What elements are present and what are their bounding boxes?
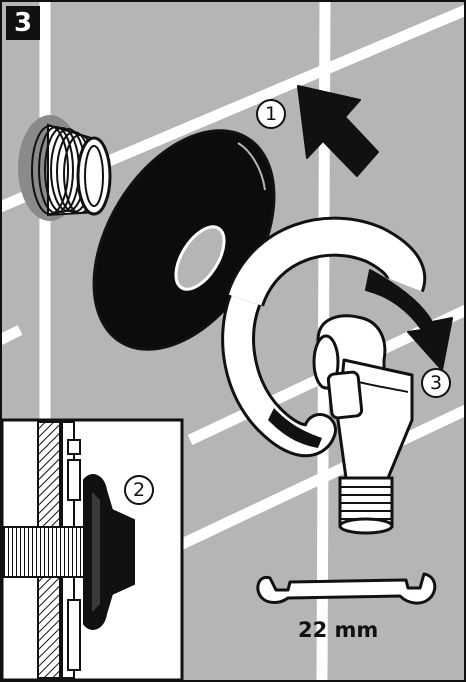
step-badge: 3	[6, 6, 40, 40]
callout-1: 1	[256, 99, 286, 129]
cross-section-inset	[2, 420, 182, 680]
callout-2: 2	[124, 475, 154, 505]
callout-3: 3	[421, 368, 451, 398]
wrench-size-label: 22 mm	[298, 620, 408, 641]
